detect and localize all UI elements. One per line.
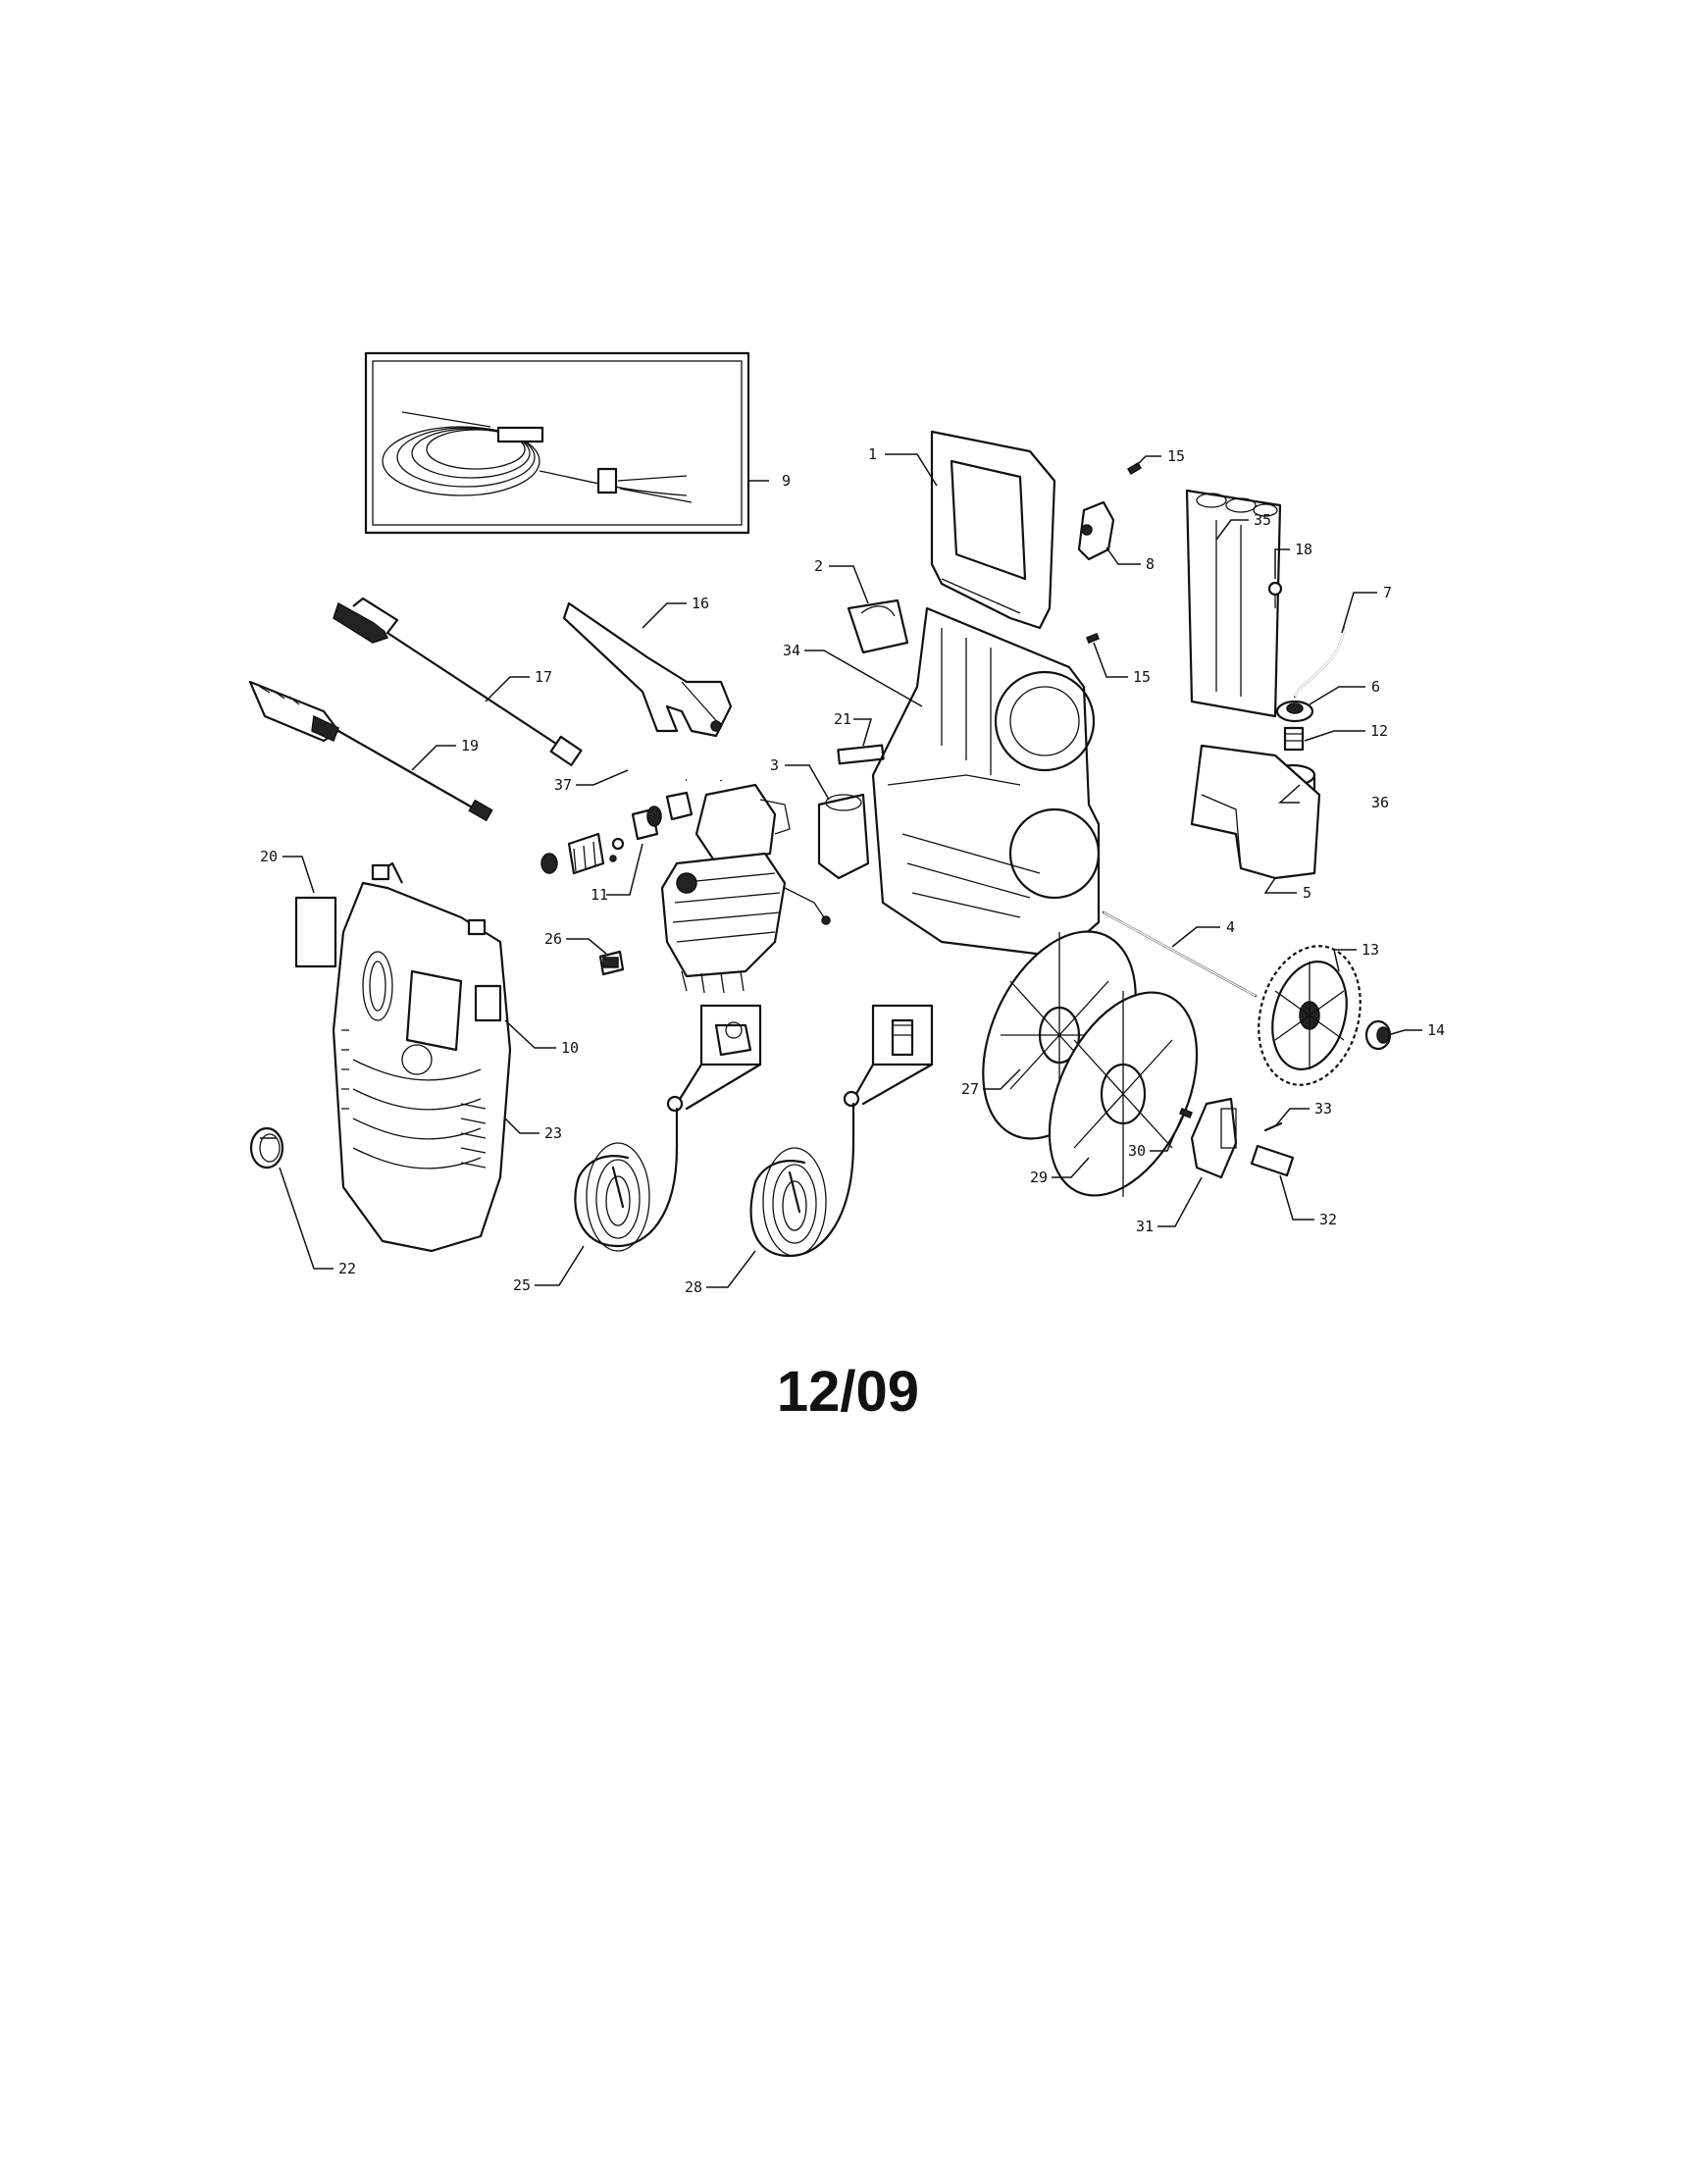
knob xyxy=(249,1126,284,1170)
callout-29: 29 xyxy=(1030,1169,1048,1186)
reel-screw xyxy=(1179,1108,1193,1118)
hose-25 xyxy=(574,1004,762,1252)
callout-31: 31 xyxy=(1136,1218,1154,1235)
callout-6: 6 xyxy=(1371,678,1380,696)
callout-28: 28 xyxy=(685,1278,702,1296)
crank xyxy=(1190,1097,1238,1179)
motor-pump xyxy=(660,739,831,994)
hub-cap xyxy=(1364,1019,1392,1051)
callout-19: 19 xyxy=(461,737,479,754)
callout-7: 7 xyxy=(1383,584,1392,601)
wand xyxy=(333,597,583,766)
quick-connector xyxy=(540,832,625,875)
main-frame xyxy=(871,606,1101,959)
callout-4: 4 xyxy=(1226,918,1235,936)
handle xyxy=(930,430,1056,630)
filter-cap xyxy=(1275,700,1314,723)
callout-5: 5 xyxy=(1303,884,1311,902)
screw-top xyxy=(1126,461,1143,476)
callout-14: 14 xyxy=(1427,1021,1445,1039)
turbo-nozzle xyxy=(248,680,493,822)
bracket xyxy=(817,793,870,880)
accessory-holder xyxy=(1185,489,1282,718)
callout-3: 3 xyxy=(770,756,779,774)
callout-17: 17 xyxy=(535,668,552,686)
pin xyxy=(1267,581,1283,608)
callout-15-mid: 15 xyxy=(1133,668,1151,686)
callout-20: 20 xyxy=(260,848,278,865)
callout-2: 2 xyxy=(814,557,823,575)
hose-28 xyxy=(749,1004,934,1258)
callout-13: 13 xyxy=(1362,941,1379,959)
callout-36: 36 xyxy=(1371,794,1389,811)
decal xyxy=(294,896,337,968)
callout-9: 9 xyxy=(782,472,791,490)
crank-pin xyxy=(1263,1121,1283,1132)
revision-date: 12/09 xyxy=(776,1360,920,1424)
leader-lines xyxy=(279,453,1422,1288)
inlet-fitting xyxy=(631,791,694,841)
callout-16: 16 xyxy=(692,595,709,612)
power-switch xyxy=(598,950,625,976)
callout-25: 25 xyxy=(513,1276,531,1294)
exploded-parts-diagram: 1 2 3 4 5 6 7 8 9 10 11 12 13 14 15 15 1… xyxy=(248,351,1445,1296)
callout-30: 30 xyxy=(1128,1142,1146,1160)
callout-27: 27 xyxy=(961,1080,979,1098)
screw-mid xyxy=(1086,633,1100,644)
callout-35: 35 xyxy=(1254,511,1271,529)
callout-26: 26 xyxy=(544,930,562,948)
callout-18: 18 xyxy=(1295,541,1312,558)
callout-11: 11 xyxy=(591,886,608,904)
reel-disc-back xyxy=(1048,991,1199,1197)
callout-21: 21 xyxy=(834,710,851,728)
axle xyxy=(1102,910,1258,998)
front-housing xyxy=(332,861,512,1253)
callout-15-top: 15 xyxy=(1167,447,1185,465)
fitting xyxy=(1283,726,1305,752)
callout-23: 23 xyxy=(544,1124,562,1142)
callout-1: 1 xyxy=(868,445,877,463)
clip-bracket xyxy=(847,598,909,654)
callout-12: 12 xyxy=(1370,722,1388,740)
power-cord-inset xyxy=(364,351,769,535)
crank-grip xyxy=(1250,1144,1295,1177)
callout-22: 22 xyxy=(338,1260,356,1277)
detergent-hose xyxy=(1293,626,1346,699)
spray-gun xyxy=(562,601,733,738)
callout-33: 33 xyxy=(1314,1100,1332,1118)
callout-34: 34 xyxy=(783,642,800,659)
callout-32: 32 xyxy=(1319,1211,1337,1228)
callout-10: 10 xyxy=(561,1039,579,1057)
label-strip xyxy=(837,744,885,765)
callout-labels: 1 2 3 4 5 6 7 8 9 10 11 12 13 14 15 15 1… xyxy=(260,445,1445,1296)
wheel xyxy=(1258,945,1362,1086)
callout-8: 8 xyxy=(1146,555,1155,573)
callout-37: 37 xyxy=(554,776,572,794)
